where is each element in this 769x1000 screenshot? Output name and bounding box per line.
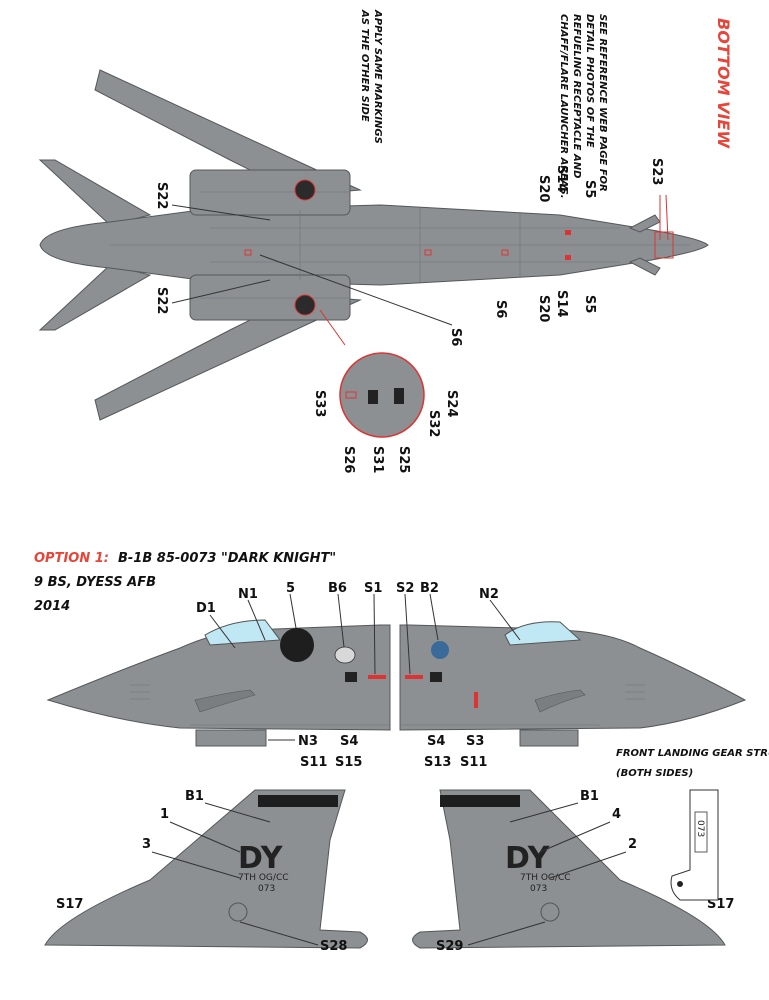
label-2: 2 xyxy=(628,837,637,852)
apply-note-line2: AS THE OTHER SIDE xyxy=(359,9,370,122)
label-s22-bottom: S22 xyxy=(154,287,169,314)
label-s20-top: S20 xyxy=(536,175,551,202)
inset-detail xyxy=(319,309,425,438)
label-s23: S23 xyxy=(649,158,664,185)
tail-code-left: DY xyxy=(238,841,284,876)
label-s26: S26 xyxy=(341,446,356,473)
tail-og-left: 7TH OG/CC xyxy=(238,873,289,883)
gear-subtitle: (BOTH SIDES) xyxy=(616,768,693,779)
option-name: B-1B 85-0073 "DARK KNIGHT" xyxy=(118,551,336,566)
side-view: D1 N1 5 B6 S1 S2 B2 N2 S4 S4 S3 N3 xyxy=(46,581,747,749)
label-s4-right: S4 xyxy=(427,734,445,749)
label-3: 3 xyxy=(142,837,151,852)
label-b2: B2 xyxy=(420,581,439,596)
gear-serial: 073 xyxy=(695,820,705,837)
label-s4-left: S4 xyxy=(340,734,358,749)
label-b1-right: B1 xyxy=(580,789,599,804)
label-n1: N1 xyxy=(238,587,258,602)
label-s2: S2 xyxy=(396,581,414,596)
bottom-view-title: BOTTOM VIEW xyxy=(714,18,733,149)
label-b6: B6 xyxy=(328,581,347,596)
label-5: 5 xyxy=(286,581,295,596)
label-s31: S31 xyxy=(370,446,385,473)
label-s20-bottom: S20 xyxy=(536,295,551,322)
label-s5-bottom: S5 xyxy=(582,295,597,313)
label-d1: D1 xyxy=(196,601,216,616)
label-s15: S15 xyxy=(335,755,362,770)
label-s29: S29 xyxy=(436,939,463,954)
label-s5-top: S5 xyxy=(582,180,597,198)
gear-strut: FRONT LANDING GEAR STRUT (BOTH SIDES) 07… xyxy=(616,748,769,901)
label-s32: S32 xyxy=(426,410,441,437)
option-year: 2014 xyxy=(34,599,70,614)
tail-serial-left: 073 xyxy=(258,884,275,894)
label-s24: S24 xyxy=(444,390,459,417)
bottom-view: BOTTOM VIEW APPLY SAME MARKINGS AS THE O… xyxy=(38,9,733,473)
label-4: 4 xyxy=(612,807,621,822)
option-prefix: OPTION 1: xyxy=(34,551,109,566)
label-s25: S25 xyxy=(396,446,411,473)
label-n3: N3 xyxy=(298,734,318,749)
label-s13: S13 xyxy=(424,755,451,770)
label-1: 1 xyxy=(160,807,169,822)
label-s3: S3 xyxy=(466,734,484,749)
label-s6-b: S6 xyxy=(448,328,463,346)
label-s6-a: S6 xyxy=(493,300,508,318)
label-s28: S28 xyxy=(320,939,347,954)
label-s1: S1 xyxy=(364,581,382,596)
label-s33: S33 xyxy=(312,390,327,417)
label-s11-left: S11 xyxy=(300,755,327,770)
label-s22-top: S22 xyxy=(154,182,169,209)
tail-code-right: DY xyxy=(505,841,551,876)
ref-note-line3: REFUELING RECEPTACLE AND xyxy=(571,14,582,178)
option-header: OPTION 1: B-1B 85-0073 "DARK KNIGHT" 9 B… xyxy=(34,551,336,614)
label-s14-top: S14 xyxy=(554,165,569,192)
tail-serial-right: 073 xyxy=(530,884,547,894)
label-s17-right: S17 xyxy=(707,897,734,912)
option-unit: 9 BS, DYESS AFB xyxy=(34,575,156,590)
label-s17-left: S17 xyxy=(56,897,83,912)
label-s14-bottom: S14 xyxy=(554,290,569,317)
label-n2: N2 xyxy=(479,587,499,602)
apply-note-line1: APPLY SAME MARKINGS xyxy=(372,9,383,144)
ref-note-line2: DETAIL PHOTOS OF THE xyxy=(584,14,595,148)
aircraft-bottom-silhouette xyxy=(38,69,709,421)
label-s11-right: S11 xyxy=(460,755,487,770)
ref-note-line1: SEE REFERENCE WEB PAGE FOR xyxy=(597,14,608,192)
tail-views: DY 7TH OG/CC 073 DY 7TH OG/CC 073 S11 S1… xyxy=(44,755,734,954)
tail-og-right: 7TH OG/CC xyxy=(520,873,571,883)
gear-title: FRONT LANDING GEAR STRUT xyxy=(616,748,769,759)
label-b1-left: B1 xyxy=(185,789,204,804)
ref-note-line4: CHAFF/FLARE LAUNCHER AREAS. xyxy=(558,14,569,199)
